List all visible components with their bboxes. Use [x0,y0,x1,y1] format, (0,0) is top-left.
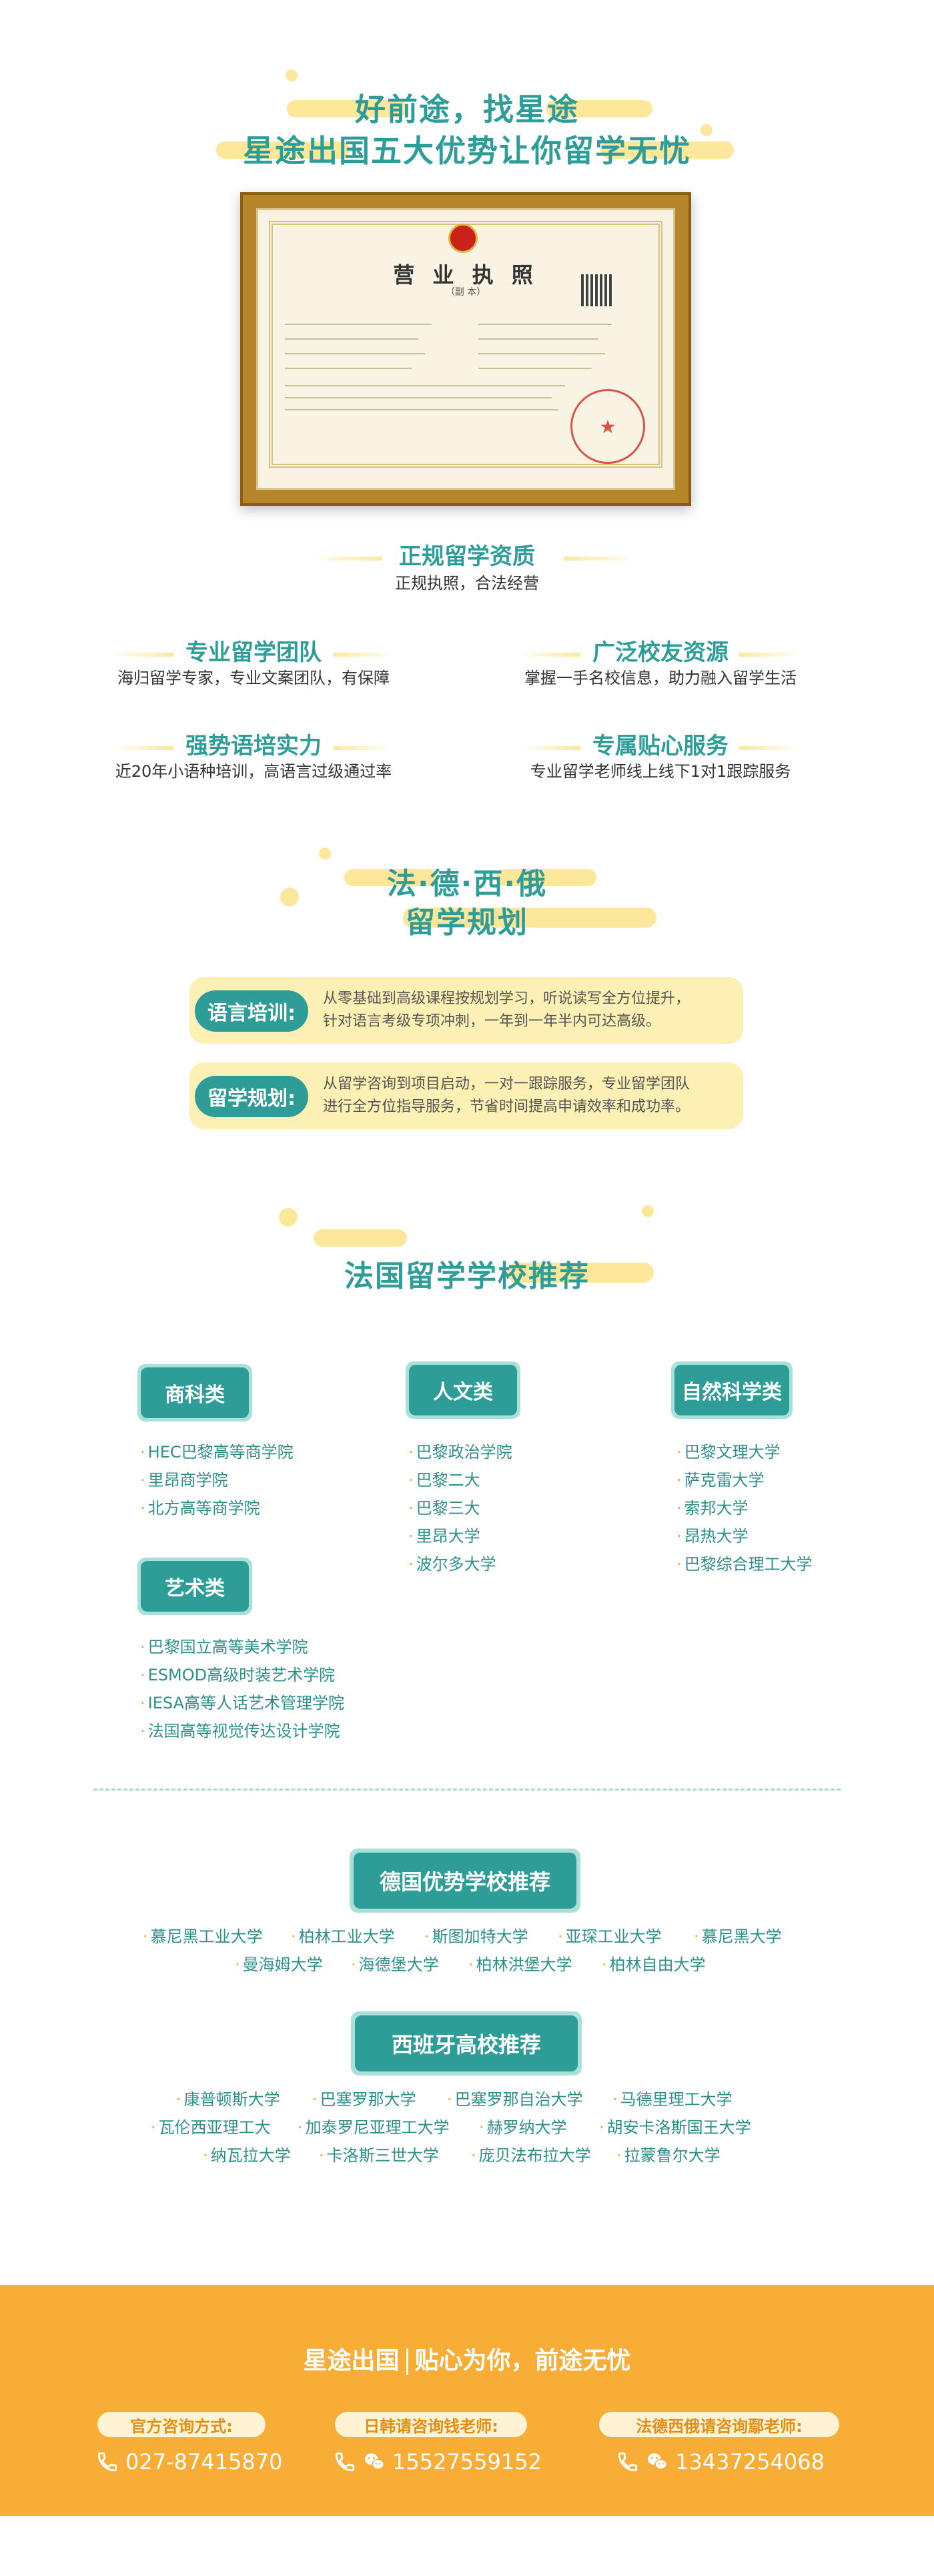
wechat-icon [647,2453,667,2470]
school-name: HEC巴黎高等商学院 [140,1439,294,1462]
advantage-desc: 近20年小语种培训，高语言过级通过率 [115,762,392,781]
school-name: 亚琛工业大学 [558,1923,662,1947]
advantage-title: 广泛校友资源 [592,639,729,666]
school-name: 瓦伦西亚理工大 [151,2114,271,2138]
advantage-desc: 掌握一手名校信息，助力融入留学生活 [524,669,797,687]
planning-text: 从留学咨询到项目启动，一对一跟踪服务，专业留学团队 [323,1076,690,1092]
planning-card: 语言培训: 从零基础到高级课程按规划学习，听说读写全方位提升， 针对语言考级专项… [189,977,743,1044]
school-name: 里昂大学 [408,1523,480,1546]
school-name: 巴黎三大 [408,1495,480,1518]
school-name: IESA高等人话艺术管理学院 [140,1690,344,1713]
school-name: 慕尼黑大学 [694,1923,782,1947]
school-name: 加泰罗尼亚理工大学 [298,2114,450,2138]
school-name: 拉蒙鲁尔大学 [616,2142,721,2166]
category-humanities: 人文类 [406,1361,520,1419]
contact-phone[interactable]: 13437254068 [616,2449,825,2475]
contact-label: 法德西俄请咨询鄢老师: [599,2412,839,2437]
national-emblem-icon [448,224,478,253]
contact-phone[interactable]: 027-87415870 [96,2449,283,2475]
school-name: 北方高等商学院 [140,1495,260,1518]
spain-section-title: 西班牙高校推荐 [351,2011,582,2075]
business-license-frame: 营 业 执 照 （副 本） ★ [240,192,691,506]
hero-title-line1: 好前途，找星途 [355,91,579,127]
deco-bar [546,100,652,117]
school-name: 巴塞罗那大学 [312,2086,416,2110]
school-name: 巴黎政治学院 [408,1439,512,1462]
deco-dot [286,69,298,81]
school-name: 慕尼黑工业大学 [143,1923,263,1947]
section-divider [93,1789,841,1791]
school-name: 巴黎文理大学 [676,1439,781,1462]
school-name: 柏林自由大学 [602,1951,706,1975]
school-name: 庞贝法布拉大学 [471,2142,591,2166]
contact-phone[interactable]: 15527559152 [334,2449,542,2475]
advantage-title: 专业留学团队 [185,639,322,666]
footer-slogan: 星途出国贴心为你，前途无忧 [303,2347,631,2375]
school-name: 胡安卡洛斯国王大学 [599,2114,751,2138]
planning-text: 进行全方位指导服务，节省时间提高申请效率和成功率。 [323,1098,690,1115]
planning-card: 留学规划: 从留学咨询到项目启动，一对一跟踪服务，专业留学团队 进行全方位指导服… [189,1062,743,1129]
school-name: 康普顿斯大学 [176,2086,280,2110]
advantage-title: 正规留学资质 [399,543,535,570]
planning-title-line2: 留学规划 [406,906,528,940]
school-name: 纳瓦拉大学 [203,2142,291,2166]
license-subtitle: （副 本） [445,287,486,298]
qr-code-icon [581,274,613,306]
germany-section-title: 德国优势学校推荐 [350,1849,580,1913]
deco-bar [600,141,734,159]
school-name: 巴黎综合理工大学 [676,1551,813,1574]
planning-text: 针对语言考级专项冲刺，一年到一年半内可达高级。 [323,1013,661,1030]
category-art: 艺术类 [137,1558,252,1615]
advantage-desc: 正规执照，合法经营 [395,574,539,593]
footer: 星途出国贴心为你，前途无忧 官方咨询方式: 027-87415870 日韩请咨询… [0,2285,934,2516]
phone-icon [618,2452,638,2472]
deco-dot [700,124,713,136]
planning-tag: 语言培训: [195,990,308,1032]
school-name: 索邦大学 [676,1495,749,1518]
advantage-desc: 海归留学专家，专业文案团队，有保障 [117,669,390,687]
school-name: 曼海姆大学 [235,1951,323,1975]
france-section-title: 法国留学学校推荐 [344,1259,590,1293]
phone-icon [97,2452,117,2472]
category-business: 商科类 [137,1364,252,1421]
school-name: 海德堡大学 [351,1951,439,1975]
phone-icon [335,2452,355,2472]
school-name: 柏林洪堡大学 [468,1951,572,1975]
official-seal-icon: ★ [570,389,645,464]
school-name: 昂热大学 [676,1523,749,1546]
planning-tag: 留学规划: [195,1076,308,1117]
school-name: ESMOD高级时装艺术学院 [140,1662,335,1685]
category-science: 自然科学类 [671,1361,793,1419]
school-name: 里昂商学院 [140,1467,228,1490]
deco-bar [216,141,350,159]
school-name: 柏林工业大学 [291,1923,395,1947]
contact-label: 日韩请咨询钱老师: [335,2412,527,2437]
school-name: 波尔多大学 [408,1551,496,1574]
school-name: 赫罗纳大学 [479,2114,567,2138]
hero-title-line2: 星途出国五大优势让你留学无忧 [243,133,691,169]
license-title: 营 业 执 照 [393,262,538,288]
deco-bar [287,100,407,117]
wechat-icon [364,2453,384,2470]
contact-label: 官方咨询方式: [97,2412,266,2437]
planning-text: 从零基础到高级课程按规划学习，听说读写全方位提升， [323,990,690,1007]
advantage-desc: 专业留学老师线上线下1对1跟踪服务 [530,762,791,781]
school-name: 巴塞罗那自治大学 [447,2086,583,2110]
business-license-image: 营 业 执 照 （副 本） ★ [256,208,675,490]
school-name: 法国高等视觉传达设计学院 [140,1718,340,1741]
school-name: 斯图加特大学 [424,1923,528,1947]
school-name: 巴黎国立高等美术学院 [140,1634,308,1657]
school-name: 卡洛斯三世大学 [319,2142,439,2166]
advantage-title: 专属贴心服务 [592,733,729,759]
advantage-title: 强势语培实力 [185,733,322,759]
school-name: 萨克雷大学 [676,1467,765,1490]
school-name: 马德里理工大学 [612,2086,733,2110]
school-name: 巴黎二大 [408,1467,480,1490]
planning-title-line1: 法·德·西·俄 [386,867,548,901]
